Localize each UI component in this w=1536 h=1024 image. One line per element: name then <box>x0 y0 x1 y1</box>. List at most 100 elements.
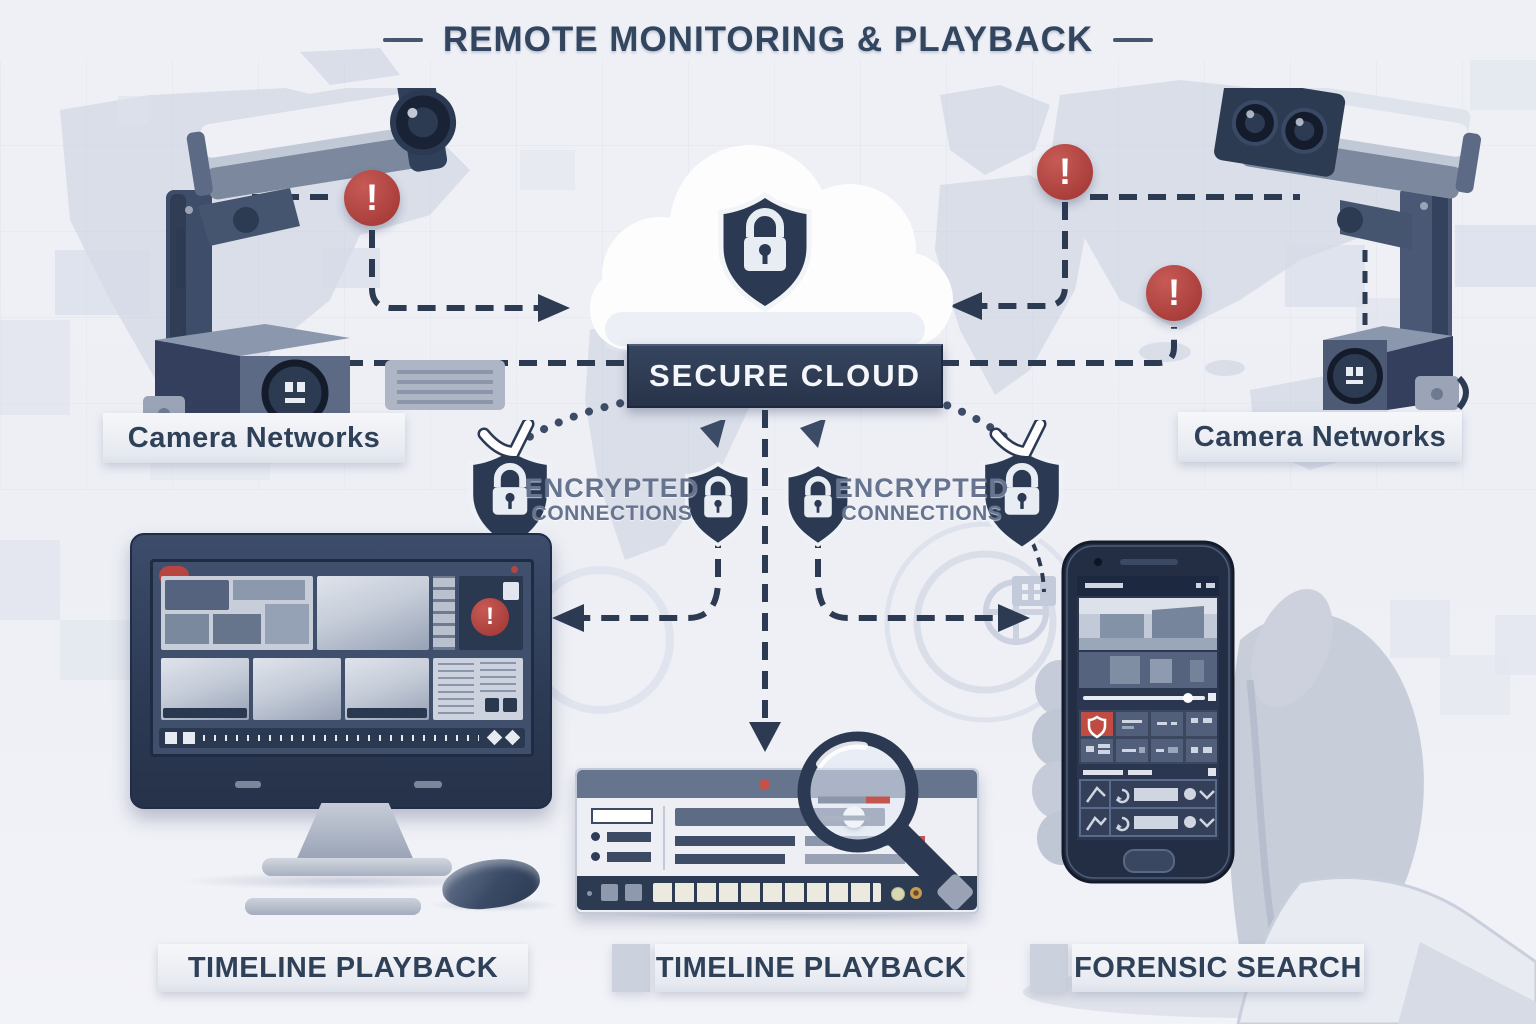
timeline-button <box>165 732 177 744</box>
right-box-camera-body <box>1323 326 1469 410</box>
phone-progress-bar[interactable] <box>1083 693 1216 703</box>
earpiece-slit <box>1120 559 1178 565</box>
status-dot-amber <box>910 887 922 899</box>
control-button[interactable] <box>601 884 618 901</box>
encrypted-right-line1: ENCRYPTED <box>834 473 1010 503</box>
connector-banner-to-rightalert <box>941 327 1177 366</box>
alert-exclamation: ! <box>1058 150 1072 192</box>
camera-feed-tile <box>345 658 429 720</box>
phone-station-label: FORENSIC SEARCH <box>1074 951 1362 984</box>
list-column <box>438 662 474 714</box>
secure-cloud-banner: SECURE CLOUD <box>627 344 943 408</box>
camera-networks-plate-right: Camera Networks <box>1178 412 1462 462</box>
phone-in-hand <box>1023 540 1536 1024</box>
alert-badge-right-bottom: ! <box>1146 265 1202 321</box>
camera-feed-tile <box>253 658 341 720</box>
home-button[interactable] <box>1123 849 1175 873</box>
phone-camera-photo <box>1079 598 1217 650</box>
recorder-station-label: TIMELINE PLAYBACK <box>655 951 967 984</box>
title-dash-right <box>1113 38 1154 42</box>
control-button[interactable] <box>625 884 642 901</box>
right-cctv-camera <box>1214 88 1482 364</box>
title-dash-left <box>382 38 423 42</box>
timeline-button <box>183 732 195 744</box>
screen-timeline-bar <box>159 728 525 748</box>
phone-filter-rows <box>1079 779 1217 837</box>
mini-thumbnail <box>503 698 517 712</box>
front-camera-dot <box>1094 558 1102 566</box>
camera-networks-right-label: Camera Networks <box>1193 420 1447 453</box>
connector-alert-to-cloud-left <box>369 230 538 311</box>
shield-lock-icon-1 <box>471 420 549 549</box>
timeline-segments[interactable] <box>653 883 881 902</box>
event-bar <box>675 854 785 864</box>
encrypted-left-line1: ENCRYPTED <box>524 473 700 503</box>
shield-lock-icon-4 <box>983 420 1061 549</box>
row-bullet <box>591 832 600 841</box>
camera-thumbnails-collage <box>161 576 313 650</box>
timeline-marker-diamond <box>486 729 503 746</box>
screen-record-dot <box>511 566 518 573</box>
alert-exclamation: ! <box>1167 271 1181 313</box>
alert-badge-right-top: ! <box>1037 144 1093 200</box>
magnifier-lens <box>797 731 919 853</box>
thumbnail-tile <box>233 580 305 600</box>
filter-row-2[interactable] <box>1085 816 1215 832</box>
alert-badge-left: ! <box>344 170 400 226</box>
recorder-control-bar <box>577 876 977 910</box>
monitor-chin-grill <box>235 781 261 788</box>
filter-row-1[interactable] <box>1085 786 1215 804</box>
right-box-camera <box>1323 326 1469 410</box>
feed-control-bar <box>163 708 247 718</box>
divider <box>663 806 665 870</box>
monitor-station-label: TIMELINE PLAYBACK <box>187 951 499 984</box>
monitor-station-label-plate: TIMELINE PLAYBACK <box>158 944 528 992</box>
encrypted-shields-row <box>440 420 1100 560</box>
alert-exclamation: ! <box>486 603 494 630</box>
encrypted-connections-left: ENCRYPTED CONNECTIONS <box>522 473 702 526</box>
feed-control-bar <box>347 708 427 718</box>
sidebar-row-bar <box>607 852 651 862</box>
magnifier-icon <box>797 731 973 910</box>
timeline-marker-diamond <box>504 729 521 746</box>
record-dot <box>759 779 770 790</box>
monitor: ! <box>130 533 552 809</box>
secure-cloud-label: SECURE CLOUD <box>648 358 921 393</box>
screen-alert-circle: ! <box>471 598 509 636</box>
right-camera-body <box>1214 88 1482 199</box>
page-title: REMOTE MONITORING & PLAYBACK <box>442 20 1094 59</box>
monitor-chin-grill <box>414 781 442 788</box>
hand <box>1023 588 1536 1024</box>
encrypted-left-line2: CONNECTIONS <box>531 502 693 526</box>
arrow-into-recorder <box>749 722 781 752</box>
label-stub <box>612 944 650 992</box>
encrypted-right-line2: CONNECTIONS <box>841 502 1003 526</box>
event-list-strip <box>433 576 455 650</box>
sidebar-row-bar <box>607 832 651 842</box>
sidebar-row-selected <box>591 808 653 824</box>
chevron-down-icon <box>1199 818 1215 828</box>
monitor-base <box>262 858 452 876</box>
thumbnail-tile <box>265 604 309 644</box>
list-column <box>480 662 516 692</box>
shield-lock-icon-3 <box>787 420 850 545</box>
row-bullet <box>591 852 600 861</box>
camera-feed-tile <box>161 658 249 720</box>
page-title-row: REMOTE MONITORING & PLAYBACK <box>0 20 1536 60</box>
phone-status-bar <box>1077 576 1219 596</box>
keyboard <box>245 898 421 915</box>
arrow-into-phone <box>998 604 1030 632</box>
shield-lock-icon-2 <box>687 420 750 545</box>
power-led <box>587 891 592 896</box>
arrow-into-monitor <box>552 604 584 632</box>
recorder-station-label-plate: TIMELINE PLAYBACK <box>655 944 967 992</box>
monitor-screen: ! <box>150 559 534 757</box>
thumbnail-tile <box>165 614 209 644</box>
event-bar-light <box>805 854 905 864</box>
metadata-list-panel <box>433 658 523 720</box>
thumbnail-tile <box>213 614 261 644</box>
secure-cloud-illustration <box>590 145 953 361</box>
thumbnail-tile <box>165 580 229 610</box>
phone-station-label-plate: FORENSIC SEARCH <box>1072 944 1364 992</box>
